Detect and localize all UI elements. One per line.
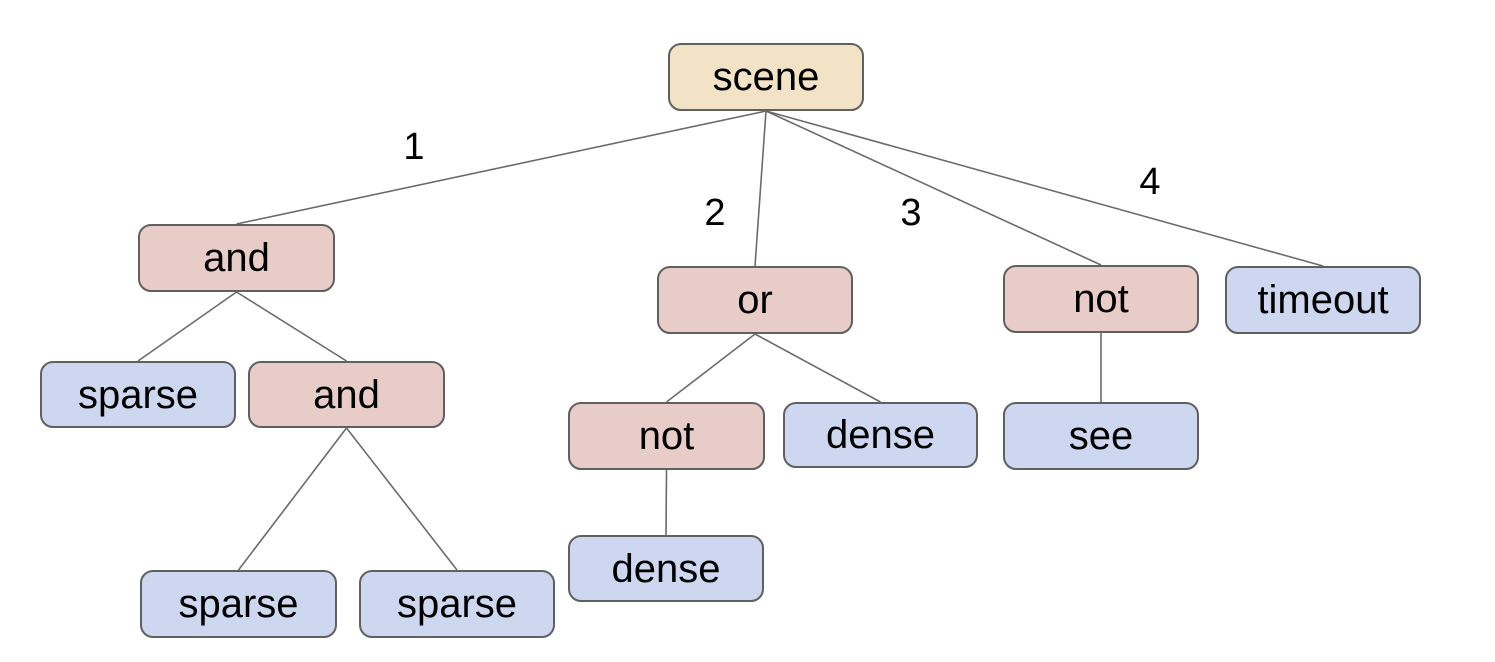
edge-and-1-to-sparse-1 (137, 291, 237, 362)
edge-or-1-to-not-2 (666, 333, 756, 403)
tree-node-label-sparse-1: sparse (77, 372, 199, 417)
tree-node-dense-2: dense (568, 535, 764, 602)
tree-node-sparse-3: sparse (359, 570, 555, 638)
tree-node-and-1: and (138, 224, 335, 292)
tree-node-label-scene: scene (712, 55, 820, 99)
tree-node-label-see: see (1068, 414, 1134, 458)
edge-label-2: 2 (704, 192, 726, 234)
tree-node-label-and-1: and (203, 236, 270, 280)
edge-label-4: 4 (1139, 161, 1161, 203)
edge-scene-to-not-1 (765, 110, 1102, 266)
edge-and-2-to-sparse-3 (345, 427, 458, 571)
tree-node-dense-1: dense (783, 402, 978, 468)
tree-node-sparse-1: sparse (40, 361, 236, 428)
tree-node-label-and-2: and (313, 372, 380, 417)
tree-node-scene: scene (668, 43, 864, 111)
tree-node-see: see (1003, 402, 1199, 470)
tree-node-not-2: not (568, 402, 765, 470)
tree-node-label-or-1: or (737, 278, 773, 322)
edge-label-1: 1 (403, 126, 425, 168)
edge-scene-to-timeout (765, 110, 1324, 267)
edge-or-1-to-dense-1 (754, 333, 881, 403)
tree-node-label-dense-1: dense (826, 413, 935, 457)
tree-node-label-timeout: timeout (1257, 278, 1389, 322)
tree-node-label-not-1: not (1073, 277, 1129, 321)
edge-label-3: 3 (900, 192, 922, 234)
tree-node-label-sparse-2: sparse (178, 582, 299, 626)
tree-node-or-1: or (657, 266, 853, 334)
edge-and-2-to-sparse-2 (237, 427, 348, 571)
tree-node-sparse-2: sparse (140, 570, 337, 638)
edge-and-1-to-and-2 (236, 291, 347, 362)
tree-node-label-not-2: not (638, 414, 695, 458)
edge-scene-to-and-1 (236, 110, 767, 225)
tree-node-label-sparse-3: sparse (396, 582, 518, 626)
edge-not-2-to-dense-2 (665, 469, 668, 536)
tree-node-not-1: not (1003, 265, 1199, 333)
edge-scene-to-or-1 (754, 110, 767, 267)
tree-node-and-2: and (248, 361, 445, 428)
tree-node-label-dense-2: dense (611, 546, 721, 591)
tree-node-timeout: timeout (1225, 266, 1421, 334)
